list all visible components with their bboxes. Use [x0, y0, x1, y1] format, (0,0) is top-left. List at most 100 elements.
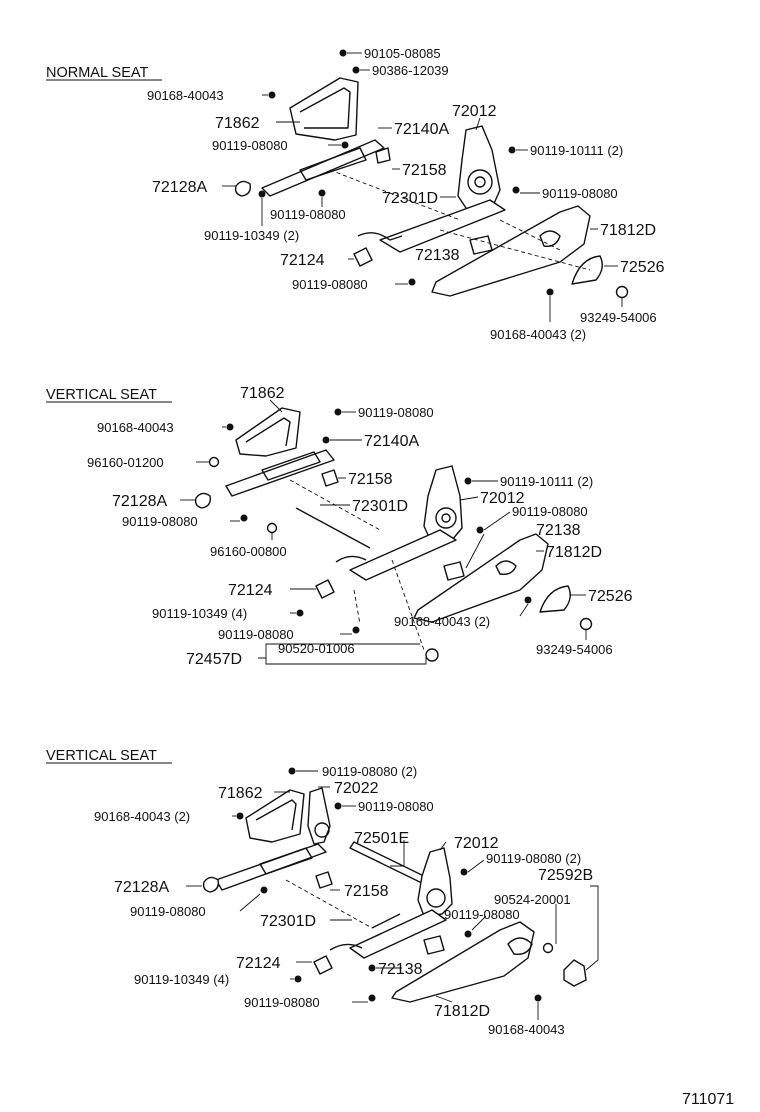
bracket-72138 — [423, 935, 445, 955]
knob-cover-72526 — [539, 585, 571, 613]
clip-72158 — [315, 871, 333, 889]
seat-shield-71862 — [289, 77, 359, 141]
label-90168-40043-2: 90168-40043 (2) — [394, 614, 490, 629]
torsion-bar-72501E — [349, 841, 433, 887]
section-vertical-seat-b: VERTICAL SEAT — [46, 748, 599, 1037]
knob-cover-72526 — [571, 255, 603, 285]
lower-rail — [349, 529, 457, 581]
label-72128A: 72128A — [114, 879, 169, 896]
label-90168-40043: 90168-40043 — [147, 88, 224, 103]
cover-72128A — [202, 876, 220, 893]
handle-72124 — [313, 955, 333, 975]
recliner-plate-72012 — [417, 847, 453, 917]
label-90119-08080-c: 90119-08080 — [130, 904, 206, 919]
side-cover-71812D — [391, 921, 535, 1003]
seat-track-left — [215, 843, 327, 891]
label-90168-40043-2: 90168-40043 (2) — [94, 809, 190, 824]
label-90119-08080-c: 90119-08080 — [122, 514, 198, 529]
label-71862: 71862 — [218, 785, 263, 802]
label-90119-08080-a: 90119-08080 — [358, 405, 434, 420]
label-90105-08085: 90105-08085 — [364, 46, 441, 61]
label-90119-08080-2b: 90119-08080 (2) — [486, 851, 581, 866]
lower-rail — [349, 909, 447, 959]
label-72592B: 72592B — [538, 867, 593, 884]
label-90119-10111: 90119-10111 (2) — [500, 474, 593, 489]
label-93249-54006: 93249-54006 — [580, 310, 657, 325]
label-72140A: 72140A — [394, 121, 449, 138]
label-90524-20001: 90524-20001 — [494, 892, 571, 907]
label-72012: 72012 — [480, 490, 525, 507]
label-72140A: 72140A — [364, 433, 419, 450]
label-90119-08080-d: 90119-08080 — [218, 627, 294, 642]
label-90119-08080-d: 90119-08080 — [244, 995, 320, 1010]
label-90386-12039: 90386-12039 — [372, 63, 449, 78]
label-72138: 72138 — [415, 247, 460, 264]
seat-shield-71862 — [235, 407, 301, 457]
label-72022: 72022 — [334, 780, 379, 797]
label-71812D: 71812D — [546, 544, 602, 561]
label-90119-10349: 90119-10349 (4) — [134, 972, 229, 987]
label-96160-01200: 96160-01200 — [87, 455, 164, 470]
label-72158: 72158 — [344, 883, 389, 900]
label-90168-40043-2: 90168-40043 (2) — [490, 327, 586, 342]
label-72526: 72526 — [588, 588, 633, 605]
lower-rail — [379, 199, 506, 253]
section-title-vertical-seat-a: VERTICAL SEAT — [46, 387, 157, 403]
label-90168-40043: 90168-40043 — [97, 420, 174, 435]
label-72138: 72138 — [378, 961, 423, 978]
section-title-vertical-seat-b: VERTICAL SEAT — [46, 748, 157, 764]
label-72301D: 72301D — [352, 498, 408, 515]
lift-link-72022 — [307, 787, 331, 845]
label-90119-10349: 90119-10349 (4) — [152, 606, 247, 621]
clip-72158 — [321, 469, 339, 487]
cover-72128A — [194, 492, 212, 509]
clip-72158 — [375, 147, 391, 164]
bracket-72138 — [443, 561, 465, 581]
section-normal-seat: NORMAL SEAT — [46, 46, 665, 342]
label-72012: 72012 — [454, 835, 499, 852]
label-71812D: 71812D — [434, 1003, 490, 1020]
bracket-72138 — [469, 235, 493, 255]
label-72012: 72012 — [452, 103, 497, 120]
cover-72128A — [234, 180, 252, 197]
label-71862: 71862 — [215, 115, 260, 132]
label-90520-01006: 90520-01006 — [278, 641, 355, 656]
label-90119-08080-a: 90119-08080 — [212, 138, 288, 153]
knob-cover-72592B — [563, 959, 587, 987]
side-cover-71812D — [413, 533, 549, 623]
label-72158: 72158 — [348, 471, 393, 488]
label-72501E: 72501E — [354, 830, 409, 847]
label-72301D: 72301D — [260, 913, 316, 930]
label-72526: 72526 — [620, 259, 665, 276]
label-72301D: 72301D — [382, 190, 438, 207]
label-90119-10349: 90119-10349 (2) — [204, 228, 299, 243]
seat-track-left — [225, 449, 335, 497]
label-71862: 71862 — [240, 385, 285, 402]
label-90119-08080-d: 90119-08080 — [292, 277, 368, 292]
label-90119-08080-2a: 90119-08080 (2) — [322, 764, 417, 779]
label-72138: 72138 — [536, 522, 581, 539]
label-72124: 72124 — [228, 582, 273, 599]
label-72128A: 72128A — [152, 179, 207, 196]
side-cover-71812D — [431, 205, 591, 297]
seat-shield-71862 — [245, 789, 305, 843]
label-90168-40043: 90168-40043 — [488, 1022, 565, 1037]
label-90119-08080-b: 90119-08080 — [512, 504, 588, 519]
label-72124: 72124 — [280, 252, 325, 269]
label-90119-08080-c: 90119-08080 — [270, 207, 346, 222]
label-90119-08080-b: 90119-08080 — [444, 907, 520, 922]
label-72457D: 72457D — [186, 651, 242, 668]
section-title-normal-seat: NORMAL SEAT — [46, 65, 148, 81]
label-90119-10111: 90119-10111 (2) — [530, 143, 623, 158]
handle-72124 — [315, 579, 335, 599]
label-72128A: 72128A — [112, 493, 167, 510]
handle-72124 — [353, 247, 373, 267]
label-90119-08080-a: 90119-08080 — [358, 799, 434, 814]
label-90119-08080-b: 90119-08080 — [542, 186, 618, 201]
label-96160-00800: 96160-00800 — [210, 544, 287, 559]
label-72158: 72158 — [402, 162, 447, 179]
label-93249-54006: 93249-54006 — [536, 642, 613, 657]
label-72124: 72124 — [236, 955, 281, 972]
label-71812D: 71812D — [600, 222, 656, 239]
